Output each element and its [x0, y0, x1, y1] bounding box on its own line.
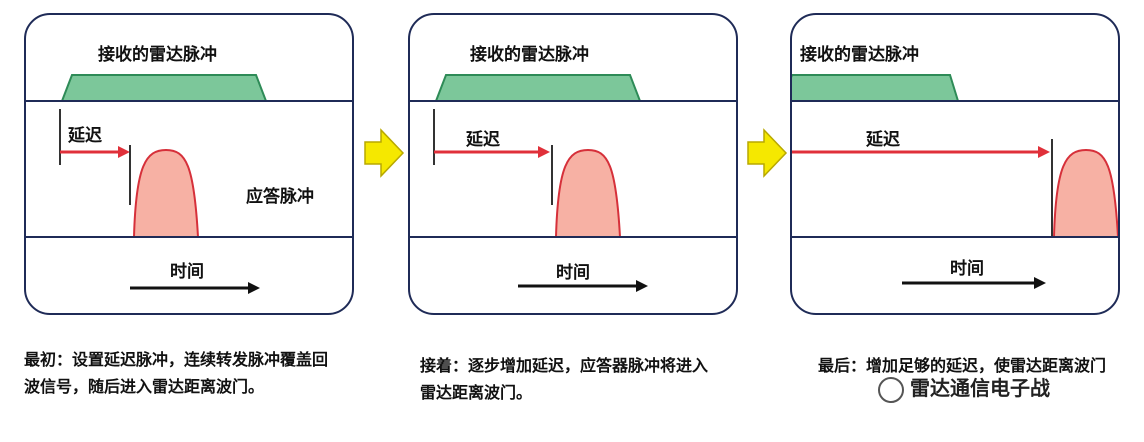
time-arrowhead [248, 282, 260, 294]
delay-label: 延迟 [68, 126, 102, 146]
received-pulse [434, 74, 642, 102]
time-label: 时间 [556, 263, 590, 283]
delay-arrowhead [538, 146, 550, 158]
panel-increasing-delay: 接收的雷达脉冲 延迟 时间 [408, 13, 738, 315]
caption-final: 最后：增加足够的延迟，使雷达距离波门 [818, 356, 1107, 375]
next-step-arrow [364, 128, 405, 178]
panel-initial: 接收的雷达脉冲 延迟 应答脉冲 时间 [24, 13, 354, 315]
panel-full-delay: 接收的雷达脉冲 延迟 时间 [790, 13, 1120, 315]
caption-initial: 最初：设置延迟脉冲，连续转发脉冲覆盖回波信号，随后进入雷达距离波门。 [24, 350, 329, 396]
received-pulse [60, 74, 268, 102]
wechat-icon [878, 376, 904, 403]
received-pulse-label: 接收的雷达脉冲 [470, 45, 589, 65]
delay-arrowhead [1038, 146, 1050, 158]
panel-graphic [792, 74, 1118, 289]
received-pulse-label: 接收的雷达脉冲 [98, 45, 217, 65]
time-label: 时间 [170, 262, 204, 282]
reply-pulse [132, 148, 200, 238]
delay-arrowhead [118, 146, 130, 158]
reply-pulse [554, 148, 622, 238]
delay-label: 延迟 [466, 130, 500, 150]
panel-graphic [410, 74, 736, 292]
time-arrowhead [1034, 277, 1046, 289]
next-step-arrow [747, 128, 788, 178]
delay-label: 延迟 [866, 130, 900, 150]
received-pulse [792, 74, 960, 102]
panel-graphic [26, 74, 352, 294]
reply-pulse [1052, 148, 1118, 238]
watermark-text: 雷达通信电子战 [910, 376, 1050, 400]
watermark: 雷达通信电子战 [878, 372, 1050, 403]
time-label: 时间 [950, 259, 984, 279]
reply-pulse-label: 应答脉冲 [246, 187, 314, 207]
time-arrowhead [636, 280, 648, 292]
caption-next: 接着：逐步增加延迟，应答器脉冲将进入雷达距离波门。 [420, 356, 709, 402]
received-pulse-label: 接收的雷达脉冲 [800, 45, 919, 65]
